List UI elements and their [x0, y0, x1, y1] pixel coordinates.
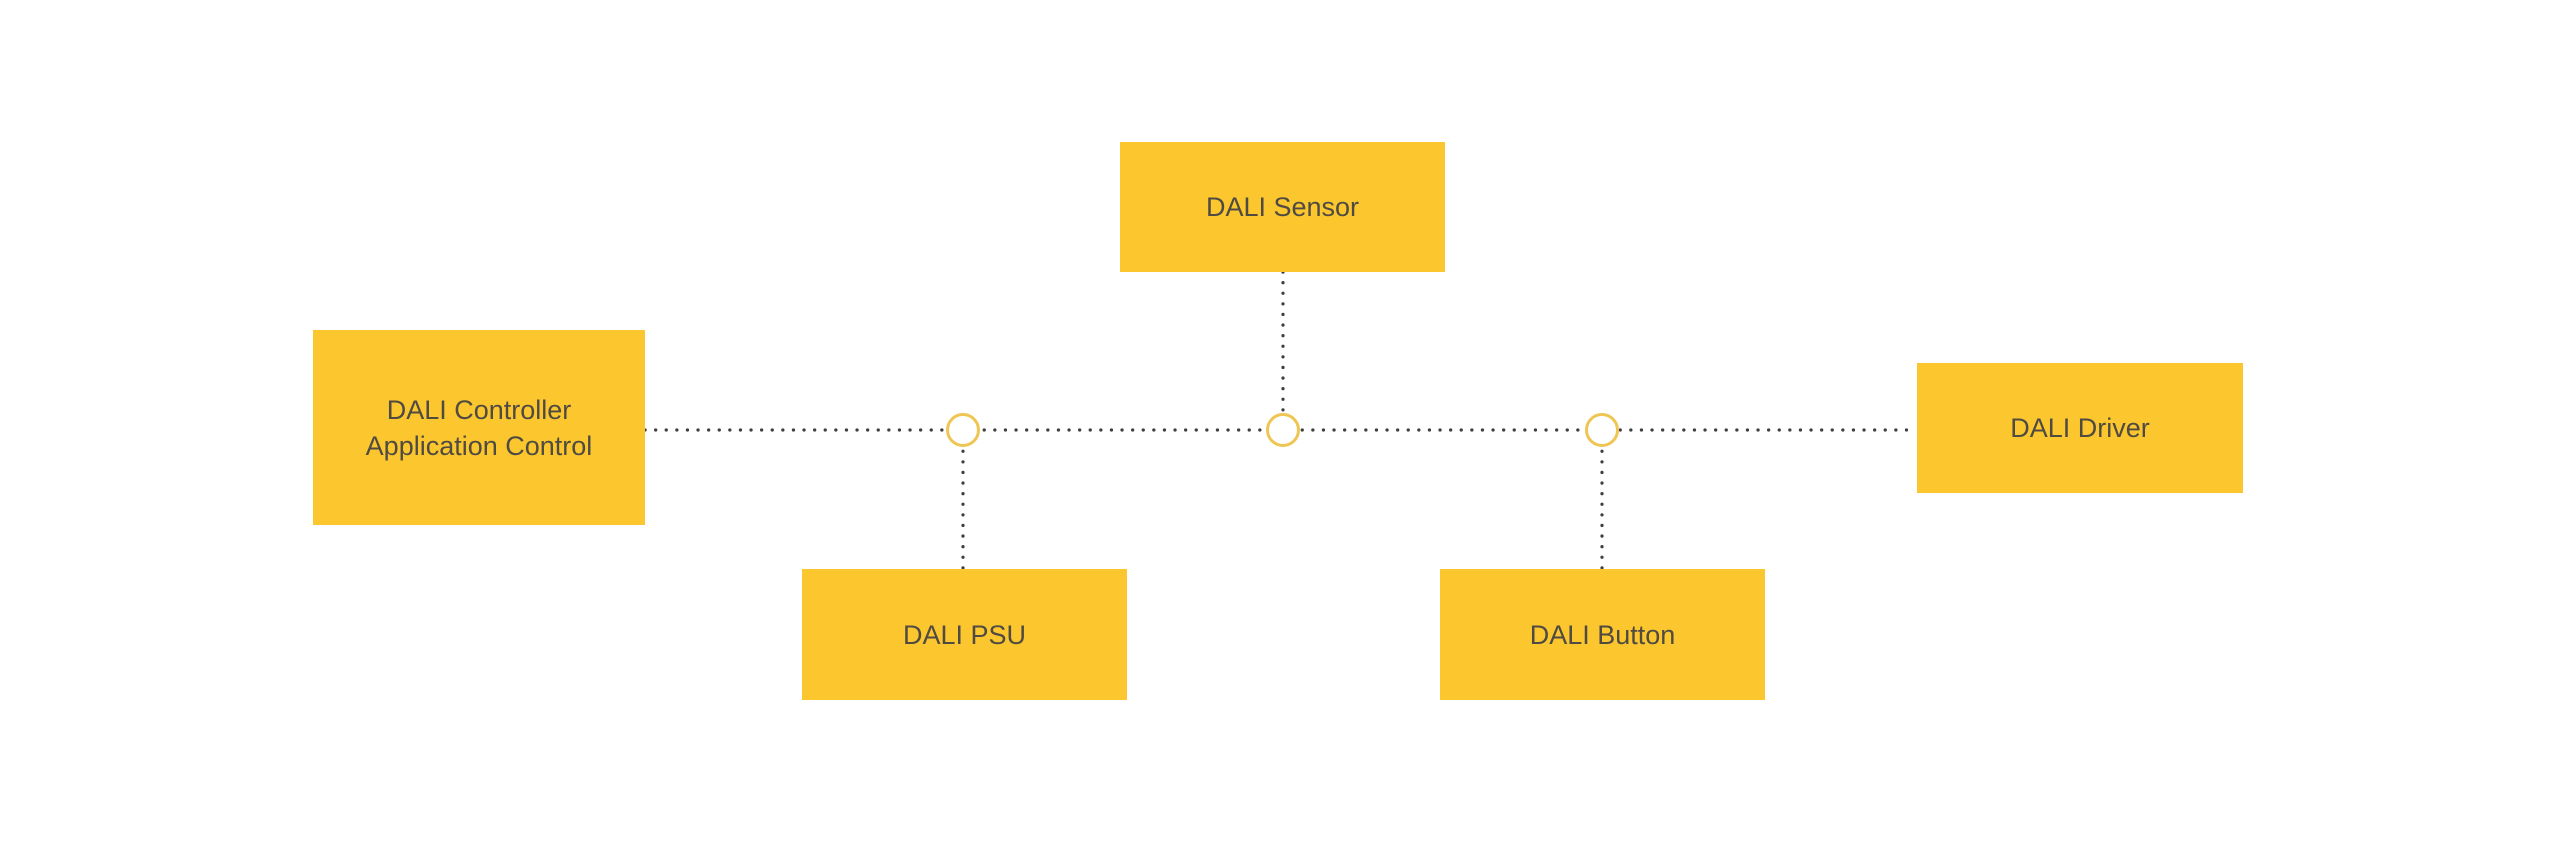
diagram-node-dali-button: DALI Button: [1440, 569, 1765, 700]
node-label-dali-driver: DALI Driver: [2010, 413, 2150, 443]
junction-ring-button: [1585, 413, 1619, 447]
diagram-node-dali-sensor: DALI Sensor: [1120, 142, 1445, 272]
diagram-node-dali-psu: DALI PSU: [802, 569, 1127, 700]
junction-ring-psu: [946, 413, 980, 447]
diagram-node-dali-controller: DALI Controller Application Control: [313, 330, 645, 525]
node-label-dali-psu: DALI PSU: [902, 619, 1027, 650]
node-label-dali-controller: DALI Controller Application Control: [365, 394, 593, 461]
diagram-node-dali-driver: DALI Driver: [1917, 363, 2243, 493]
junction-ring-sensor: [1266, 413, 1300, 447]
node-label-dali-button: DALI Button: [1529, 619, 1676, 650]
node-label-dali-sensor: DALI Sensor: [1205, 192, 1360, 222]
